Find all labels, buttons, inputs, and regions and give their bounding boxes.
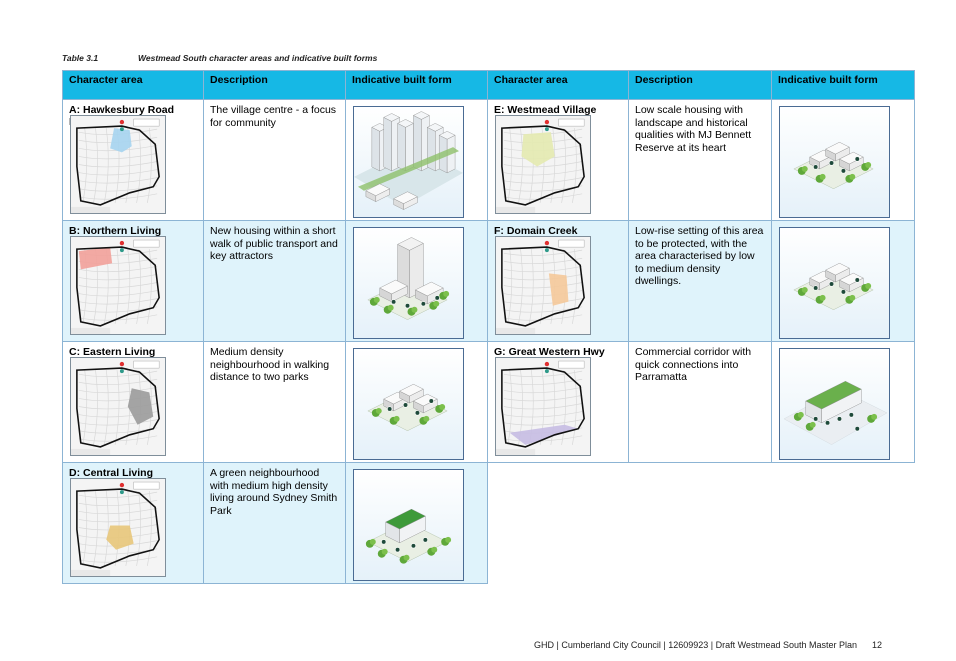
built-form-cell xyxy=(771,99,915,221)
area-description: Medium density neighbourhood in walking … xyxy=(210,346,330,383)
page-number: 12 xyxy=(872,640,883,650)
character-areas-table: Character area Description Indicative bu… xyxy=(62,70,915,584)
area-description: Commercial corridor with quick connectio… xyxy=(635,346,752,383)
table-number: Table 3.1 xyxy=(62,53,99,63)
header-built-form-2: Indicative built form xyxy=(771,70,915,100)
description-cell: Low-rise setting of this area to be prot… xyxy=(628,220,772,342)
header-description: Description xyxy=(203,70,346,100)
isometric-building-illustration xyxy=(353,469,464,581)
table-row: D: Central Living A green neighbourhood … xyxy=(62,462,915,584)
area-map-thumbnail xyxy=(70,357,166,456)
area-map-thumbnail xyxy=(495,236,591,335)
description-cell: New housing within a short walk of publi… xyxy=(203,220,346,342)
area-description: Low scale housing with landscape and his… xyxy=(635,104,752,154)
footer-text: GHD | Cumberland City Council | 12609923… xyxy=(534,640,857,650)
area-description: Low-rise setting of this area to be prot… xyxy=(635,225,764,287)
isometric-building-illustration xyxy=(353,348,464,460)
description-cell: Medium density neighbourhood in walking … xyxy=(203,341,346,463)
area-description: A green neighbourhood with medium high d… xyxy=(210,467,338,517)
built-form-cell xyxy=(345,341,488,463)
table-row: A: Hawkesbury Road High Street The villa… xyxy=(62,99,915,221)
description-cell: A green neighbourhood with medium high d… xyxy=(203,462,346,584)
description-cell: Commercial corridor with quick connectio… xyxy=(628,341,772,463)
table-caption: Table 3.1 Westmead South character areas … xyxy=(62,53,377,63)
area-cell: B: Northern Living xyxy=(62,220,204,342)
built-form-cell xyxy=(771,341,915,463)
area-name: C: Eastern Living xyxy=(69,346,156,358)
table-header-row: Character area Description Indicative bu… xyxy=(62,70,915,100)
area-cell: E: Westmead Village xyxy=(487,99,629,221)
area-cell: C: Eastern Living xyxy=(62,341,204,463)
area-map-thumbnail xyxy=(495,115,591,214)
isometric-building-illustration xyxy=(353,227,464,339)
built-form-cell xyxy=(771,220,915,342)
page-footer: GHD | Cumberland City Council | 12609923… xyxy=(534,640,882,650)
isometric-building-illustration xyxy=(779,227,890,339)
area-name: F: Domain Creek xyxy=(494,225,578,237)
area-name: B: Northern Living xyxy=(69,225,162,237)
description-cell: Low scale housing with landscape and his… xyxy=(628,99,772,221)
area-cell: A: Hawkesbury Road High Street xyxy=(62,99,204,221)
area-cell: D: Central Living xyxy=(62,462,204,584)
isometric-building-illustration xyxy=(779,348,890,460)
header-character-area: Character area xyxy=(62,70,204,100)
table-row: B: Northern Living New housing within a … xyxy=(62,220,915,342)
area-name: D: Central Living xyxy=(69,467,154,479)
area-name: G: Great Western Hwy xyxy=(494,346,605,358)
table-title: Westmead South character areas and indic… xyxy=(138,53,378,63)
area-description: New housing within a short walk of publi… xyxy=(210,225,338,262)
area-name: E: Westmead Village xyxy=(494,104,597,116)
area-map-thumbnail xyxy=(495,357,591,456)
area-map-thumbnail xyxy=(70,478,166,577)
built-form-cell xyxy=(345,220,488,342)
header-description-2: Description xyxy=(628,70,772,100)
area-cell: F: Domain Creek xyxy=(487,220,629,342)
isometric-building-illustration xyxy=(779,106,890,218)
area-map-thumbnail xyxy=(70,115,166,214)
built-form-cell xyxy=(345,99,488,221)
built-form-cell xyxy=(345,462,488,584)
description-cell: The village centre - a focus for communi… xyxy=(203,99,346,221)
area-description: The village centre - a focus for communi… xyxy=(210,104,337,129)
isometric-building-illustration xyxy=(353,106,464,218)
header-built-form: Indicative built form xyxy=(345,70,488,100)
area-cell: G: Great Western Hwy xyxy=(487,341,629,463)
area-map-thumbnail xyxy=(70,236,166,335)
header-character-area-2: Character area xyxy=(487,70,629,100)
table-row: C: Eastern Living Medium density neighbo… xyxy=(62,341,915,463)
